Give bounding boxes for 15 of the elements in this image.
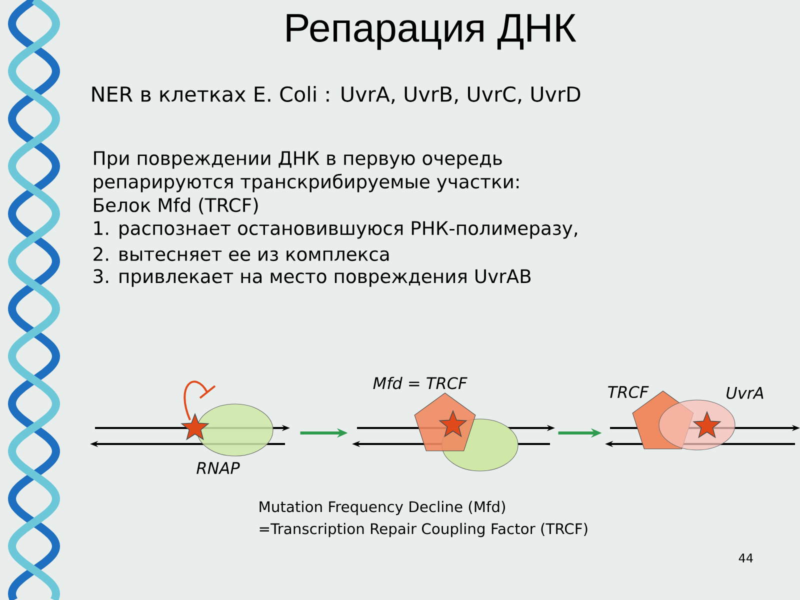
protein-label: RNAP <box>196 462 240 474</box>
list-item: 2. вытесняет ее из комплекса <box>94 246 389 262</box>
protein-label: UvrA <box>726 387 764 399</box>
protein-label: Mfd = TRCF <box>373 376 468 390</box>
body-text: При повреждении ДНК в первую очередь <box>94 151 502 169</box>
protein-label: TRCF <box>608 386 649 398</box>
subtitle-text: NER в клетках E. Coli : UvrA, UvrB, UvrC, UvrD <box>92 86 580 104</box>
list-item: 3. привлекает на место повреждения UvrAB <box>94 269 531 287</box>
footnote-text: =Transcription Repair Coupling Factor (TRCF) <box>260 522 588 538</box>
page-number: 44 <box>738 554 753 562</box>
body-text: Белок Mfd (TRCF) <box>94 198 258 214</box>
body-text: репарируются транскрибируемые участки: <box>94 174 519 192</box>
list-item: 1. распознает остановившуюся РНК-полимеразу, <box>94 221 578 239</box>
footnote-text: Mutation Frequency Decline (Mfd) <box>260 500 505 516</box>
slide-title: Репарация ДНК <box>286 14 576 50</box>
